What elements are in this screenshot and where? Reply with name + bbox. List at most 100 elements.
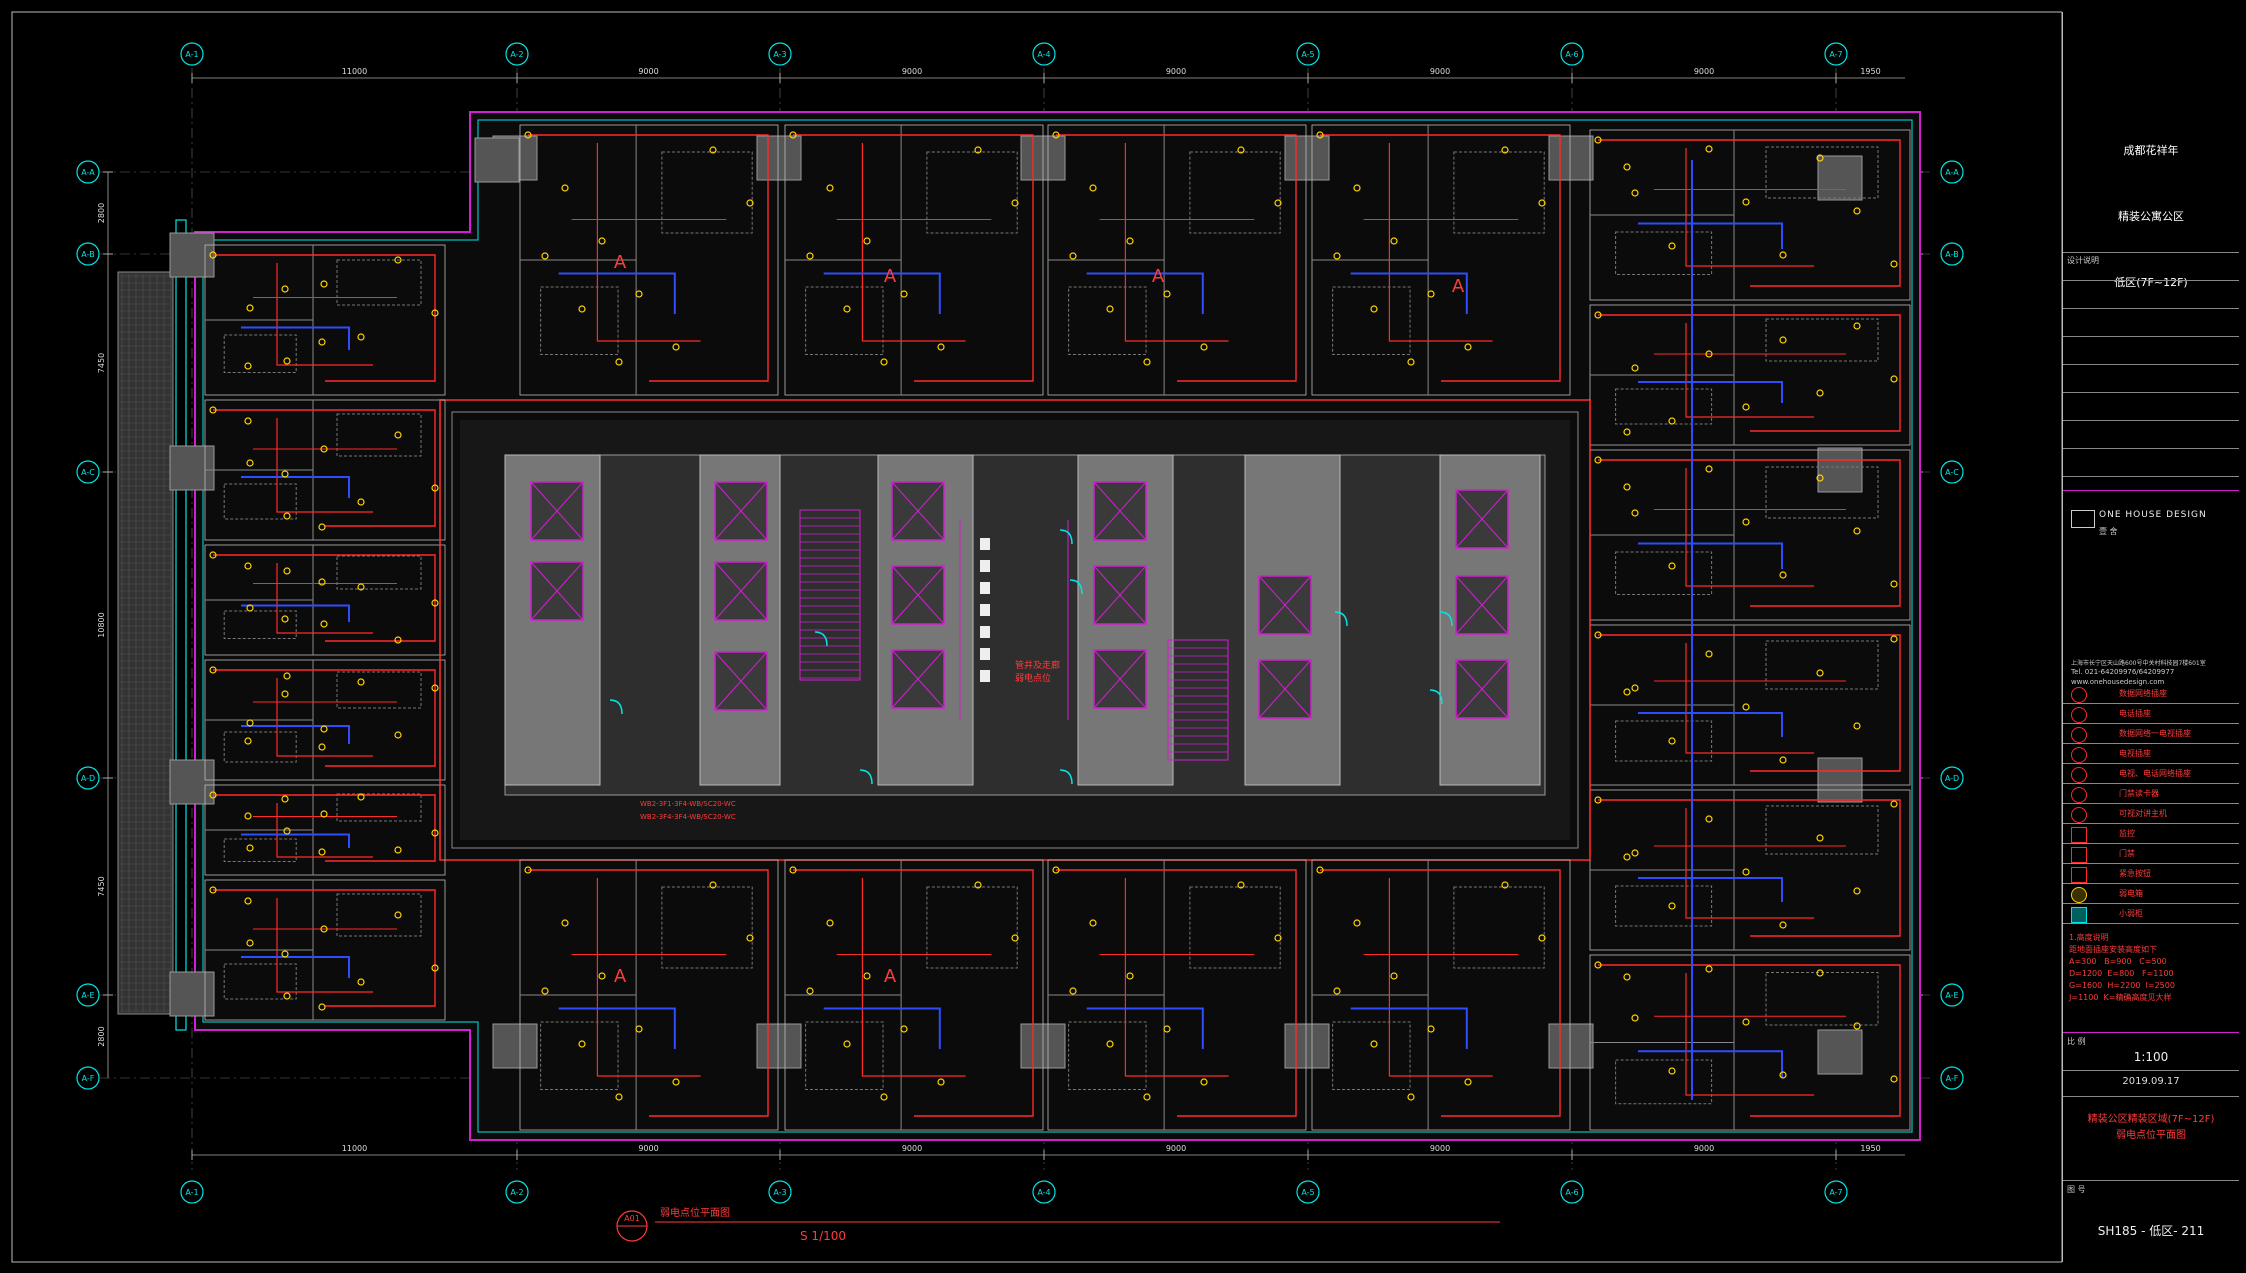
furniture-outline (223, 838, 297, 862)
outlet-symbol-icon (826, 919, 834, 927)
conduit-run (213, 254, 436, 382)
outlet-symbol-icon (357, 583, 365, 591)
dimension-text: 9000 (638, 1144, 658, 1153)
furniture-outline (805, 286, 884, 355)
outlet-symbol-icon (974, 881, 982, 889)
outlet-symbol-icon (1890, 1075, 1898, 1083)
apartment-unit (1311, 859, 1571, 1131)
outlet-symbol-icon (431, 309, 439, 317)
axis-bubble-icon (1032, 42, 1056, 66)
outlet-symbol-icon (1089, 184, 1097, 192)
elevator-x (1455, 575, 1509, 635)
outlet-symbol-icon (615, 358, 623, 366)
furniture-outline (223, 963, 297, 1000)
bed-outline (1453, 151, 1545, 234)
outlet-symbol-icon (246, 939, 254, 947)
design-label: 设计说明 (2067, 256, 2099, 265)
axis-bubble-icon (1032, 1180, 1056, 1204)
elevator-x (891, 649, 945, 709)
outlet-symbol-icon (1594, 311, 1602, 319)
core-wall (451, 411, 1579, 849)
elevator-x (1455, 489, 1509, 549)
dimension-text: 1950 (1860, 1144, 1880, 1153)
elevator-x (714, 651, 768, 711)
outlet-symbol-icon (937, 1078, 945, 1086)
elevator-car-icon (1093, 649, 1147, 709)
outlet-symbol-icon (1089, 919, 1097, 927)
core-note-line: 管井及走廊 (1015, 659, 1060, 671)
outlet-symbol-icon (1631, 189, 1639, 197)
outlet-symbol-icon (209, 551, 217, 559)
outlet-symbol-icon (283, 567, 291, 575)
outlet-symbol-icon (880, 1093, 888, 1101)
axis-label: A-D (1945, 774, 1959, 783)
outlet-symbol-icon (1816, 389, 1824, 397)
outlet-symbol-icon (937, 343, 945, 351)
outlet-symbol-icon (394, 431, 402, 439)
structural-column (169, 445, 215, 491)
elevator-x (530, 561, 584, 621)
outlet-symbol-icon (1890, 580, 1898, 588)
axis-label: A-7 (1829, 1188, 1842, 1197)
data-cable-run (1638, 1050, 1783, 1078)
bed-outline (1765, 466, 1879, 519)
furniture-outline (805, 1021, 884, 1090)
outlet-symbol-icon (1668, 417, 1676, 425)
conduit-run (1685, 643, 1814, 754)
conduit-run (213, 554, 436, 642)
toilet-fixture (980, 560, 990, 572)
outlet-symbol-icon (1705, 650, 1713, 658)
furniture-outline (1615, 720, 1713, 762)
axis-bubble-icon (1824, 1180, 1848, 1204)
axis-label: A-6 (1565, 50, 1578, 59)
bed-outline (336, 555, 422, 590)
outlet-symbol-icon (709, 146, 717, 154)
axis-bubble-icon (76, 242, 100, 266)
legend-symbol-icon (2071, 707, 2087, 723)
floor-plan-drawing[interactable]: A-1A-1A-2A-2A-3A-3A-4A-4A-5A-5A-6A-6A-7A… (0, 0, 2062, 1273)
outlet-symbol-icon (318, 743, 326, 751)
core-block (504, 454, 1546, 796)
outlet-symbol-icon (1501, 881, 1509, 889)
legend-row: 小弱柜 (2063, 904, 2239, 924)
data-cable-run (823, 272, 941, 314)
axis-bubble-icon (1940, 460, 1964, 484)
axis-bubble-icon (1940, 766, 1964, 790)
legend-text: 门禁 (2119, 849, 2135, 858)
outlet-symbol-icon (1623, 483, 1631, 491)
data-cable-run (1638, 877, 1783, 902)
legend-symbol-icon (2071, 747, 2087, 763)
bed-outline (1453, 886, 1545, 969)
outlet-symbol-icon (1631, 849, 1639, 857)
title-block: 成都花祥年 精装公寓公区 低区(7F~12F) 设计说明 ONE HOUSE D… (2062, 12, 2239, 1262)
dimension-text: 9000 (1694, 1144, 1714, 1153)
apartment-unit (204, 399, 446, 541)
outlet-symbol-icon (1237, 881, 1245, 889)
outlet-symbol-icon (1594, 136, 1602, 144)
data-cable-run (241, 833, 350, 848)
outlet-symbol-icon (1705, 145, 1713, 153)
structural-column (1548, 1023, 1594, 1069)
apartment-unit (1589, 954, 1911, 1131)
outlet-symbol-icon (806, 987, 814, 995)
furniture-outline (1615, 885, 1713, 927)
outlet-symbol-icon (672, 343, 680, 351)
elevator-x (1455, 659, 1509, 719)
structural-column (169, 232, 215, 278)
outlet-symbol-icon (635, 290, 643, 298)
data-cable-run (558, 1007, 676, 1049)
axis-bubble-icon (76, 160, 100, 184)
outlet-symbol-icon (357, 978, 365, 986)
conduit-run (1320, 134, 1561, 382)
balcony-zone (117, 271, 174, 1015)
outlet-symbol-icon (1668, 562, 1676, 570)
outlet-symbol-icon (541, 252, 549, 260)
outlet-symbol-icon (1274, 199, 1282, 207)
legend-text: 数据网络一电视插座 (2119, 729, 2191, 738)
legend-row: 监控 (2063, 824, 2239, 844)
conduit-run (276, 563, 373, 634)
conduit-run (861, 143, 966, 342)
axis-bubble-icon (76, 460, 100, 484)
data-cable-run (1086, 1007, 1204, 1049)
bed-outline (1765, 972, 1879, 1026)
